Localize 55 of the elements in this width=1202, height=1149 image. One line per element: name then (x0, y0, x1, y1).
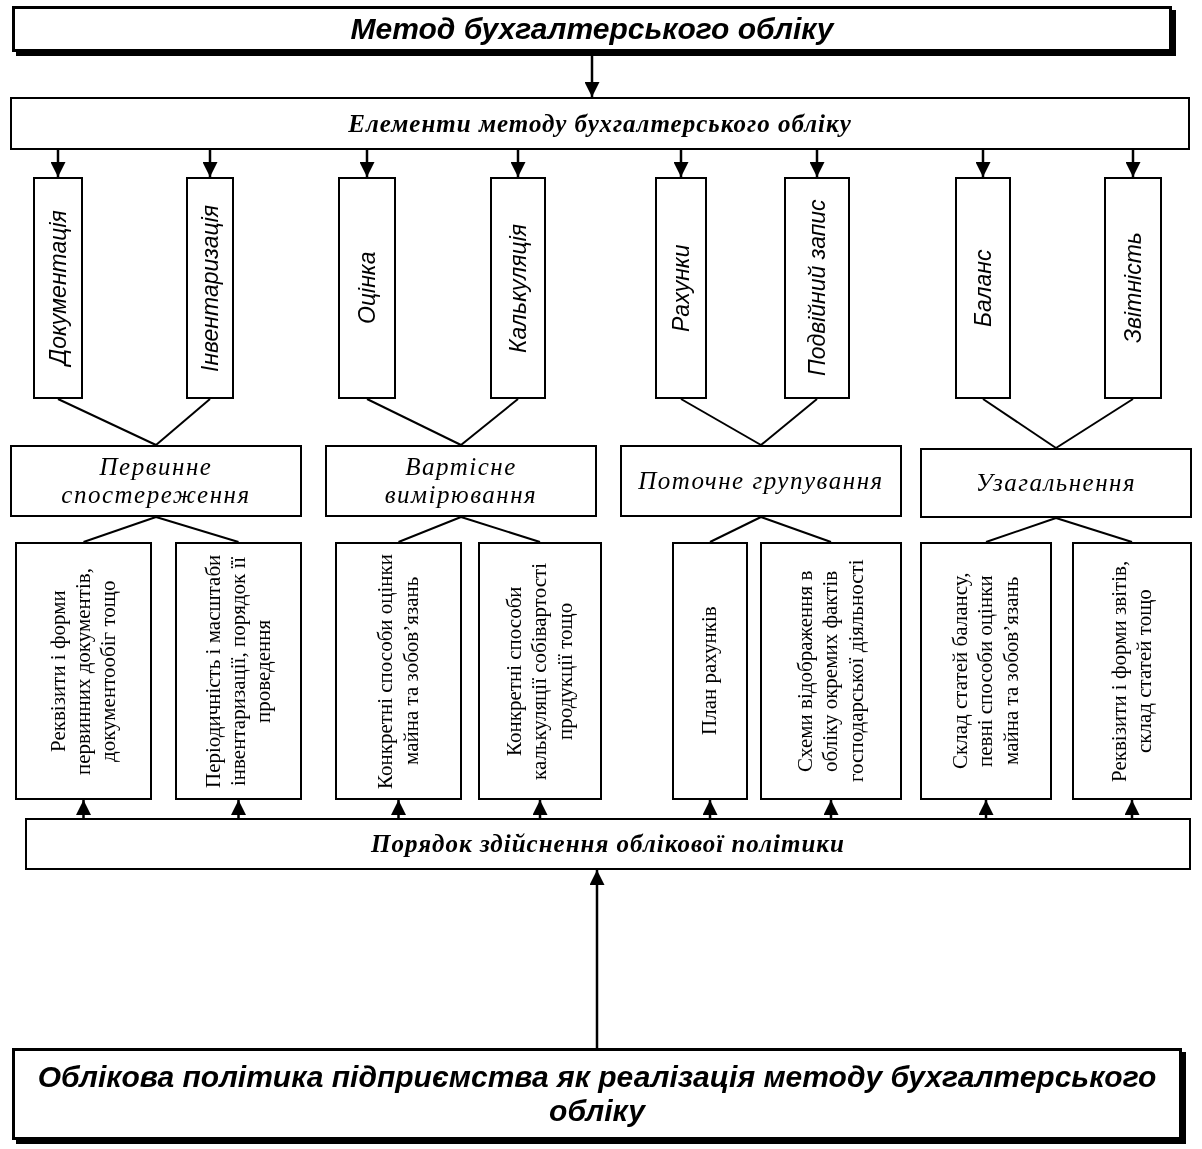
connector-line (366, 398, 462, 446)
group-box: Узагальнення (920, 448, 1192, 518)
group-box: Поточне групування (620, 445, 902, 517)
connector-line (709, 516, 762, 543)
arrow (76, 800, 91, 818)
connector-line (460, 516, 541, 543)
element-box: Оцінка (338, 177, 396, 399)
arrow (532, 800, 548, 818)
connector-line (82, 516, 157, 543)
arrow (975, 150, 991, 177)
footer-band: Порядок здійснення облікової політики (25, 818, 1191, 870)
description-box: Реквізити і форми звітів, склад статей тощо (1072, 542, 1192, 800)
connector-line (1055, 517, 1133, 543)
description-box: Склад статей балансу, певні способи оцінки майна та зобовʼязань (920, 542, 1052, 800)
description-box: План рахунків (672, 542, 748, 800)
arrow (589, 870, 605, 1048)
connector-line (397, 516, 462, 543)
arrow (202, 150, 218, 177)
arrow (809, 150, 825, 177)
connector-line (155, 398, 211, 446)
connector-line (982, 398, 1057, 449)
element-box: Звітність (1104, 177, 1162, 399)
element-box: Документація (33, 177, 83, 399)
description-box: Схеми відображення в обліку окремих фактів господарської діяльності (760, 542, 902, 800)
description-box: Конкретні способи калькуляції собівартості продукції тощо (478, 542, 602, 800)
arrow (231, 800, 246, 818)
arrow (391, 800, 406, 818)
description-box: Реквізити і форми первинних документів, документообіг тощо (15, 542, 152, 800)
connector-line (760, 516, 832, 543)
connector-line (680, 398, 762, 446)
connector-line (1055, 398, 1134, 449)
arrow (823, 800, 839, 818)
arrow (510, 150, 526, 177)
description-box: Періодичність і масштаби інвентаризації, порядок її проведення (175, 542, 302, 800)
arrow (359, 150, 375, 177)
element-box: Баланс (955, 177, 1011, 399)
connector-line (985, 517, 1057, 543)
element-box: Калькуляція (490, 177, 546, 399)
arrow (673, 150, 689, 177)
connector-line (760, 398, 818, 446)
connector-line (57, 398, 157, 446)
header-band: Елементи методу бухгалтерського обліку (10, 97, 1190, 150)
arrow (1124, 800, 1140, 818)
group-box: Первинне спостереження (10, 445, 302, 517)
element-box: Інвентаризація (186, 177, 234, 399)
arrow (702, 800, 718, 818)
description-box: Конкретні способи оцінки майна та зобовʼязань (335, 542, 462, 800)
arrow (1125, 150, 1141, 177)
element-box: Рахунки (655, 177, 707, 399)
arrow (978, 800, 994, 818)
element-box: Подвійний запис (784, 177, 850, 399)
arrow (50, 150, 66, 177)
group-box: Вартісне вимірювання (325, 445, 597, 517)
connector-line (460, 398, 519, 446)
connector-line (155, 516, 240, 543)
